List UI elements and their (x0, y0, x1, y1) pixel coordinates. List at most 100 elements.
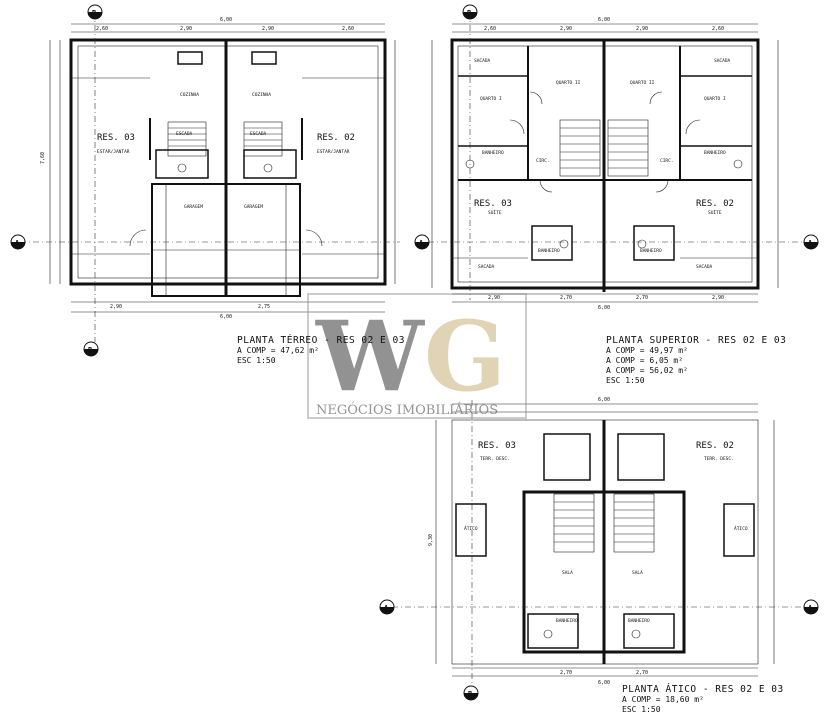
dim-terreo-top-3: 2,90 (262, 26, 274, 32)
dim-terreo-bot-1: 2,90 (110, 304, 122, 310)
axis-marker-a-superior-right: A (803, 234, 819, 250)
dim-atico-bottom: 6,00 (598, 680, 610, 686)
room-quarto-i-2: QUARTO I (704, 96, 726, 102)
room-banheiro-atico-2: BANHEIRO (628, 618, 650, 624)
room-sacada-1: SACADA (474, 58, 491, 64)
axis-marker-b-top-terreo: B (87, 4, 103, 20)
svg-text:A: A (808, 604, 813, 612)
title-superior: PLANTA SUPERIOR - RES 02 E 03 (606, 335, 787, 346)
svg-text:A: A (808, 239, 813, 247)
label-res02-terreo: RES. 02 (317, 133, 355, 143)
svg-text:A: A (15, 239, 20, 247)
dim-terreo-top: 6,00 (220, 17, 232, 23)
axis-marker-a-atico-right: A (803, 599, 819, 615)
superior-comp-1: A COMP = 49,97 m² (606, 346, 688, 355)
caption-terreo: PLANTA TÉRREO - RES 02 E 03 A COMP = 47,… (237, 336, 405, 366)
axis-marker-a-superior-left: A (414, 234, 430, 250)
dim-atico-bot-2: 2,70 (636, 670, 648, 676)
dim-superior-bot-4: 2,90 (712, 295, 724, 301)
label-res03-atico: RES. 03 (478, 441, 516, 451)
room-banheiro-suite-1: BANHEIRO (538, 248, 560, 254)
room-circ-2: CIRC. (660, 158, 674, 164)
room-suite-2: SUÍTE (708, 208, 722, 216)
dim-superior-top-3: 2,90 (636, 26, 648, 32)
room-sala-1: SALA (562, 570, 573, 576)
room-sacada-3: SACADA (478, 264, 495, 270)
dim-terreo-top-1: 2,60 (96, 26, 108, 32)
dim-terreo-bottom: 6,00 (220, 314, 232, 320)
watermark-text: NEGÓCIOS IMOBILIÁRIOS (316, 401, 498, 418)
room-terr-desc-1: TERR. DESC. (480, 456, 510, 462)
dim-terreo-top-2: 2,90 (180, 26, 192, 32)
svg-text:B: B (92, 9, 96, 17)
terreo-esc: ESC 1:50 (237, 356, 276, 365)
room-banheiro-1: BANHEIRO (482, 150, 504, 156)
room-cozinha-1: COZINHA (180, 92, 199, 98)
watermark-w: W (315, 300, 425, 413)
dim-atico-left: 9,30 (428, 534, 434, 546)
atico-comp: A COMP = 18,60 m² (622, 695, 704, 704)
room-garagem-1: GARAGEM (184, 204, 203, 210)
axis-marker-b-bottom-terreo: B (83, 341, 99, 357)
plan-atico: 6,00 2,70 2,70 6,00 9,30 RES. 03 RES. 02… (379, 397, 819, 701)
room-escada-1: ESCADA (176, 131, 193, 137)
dim-terreo-top-4: 2,60 (342, 26, 354, 32)
axis-marker-a-atico-left: A (379, 599, 395, 615)
room-cozinha-2: COZINHA (252, 92, 271, 98)
dim-superior-bot-1: 2,90 (488, 295, 500, 301)
dim-atico-bot-1: 2,70 (560, 670, 572, 676)
dim-superior-top-1: 2,60 (484, 26, 496, 32)
svg-text:B: B (467, 9, 471, 17)
room-quarto-ii-1: QUARTO II (556, 80, 581, 86)
label-res03-terreo: RES. 03 (97, 133, 135, 143)
room-quarto-ii-2: QUARTO II (630, 80, 655, 86)
room-garagem-2: GARAGEM (244, 204, 263, 210)
plan-terreo: 6,00 2,60 2,90 2,90 2,60 6,00 2,90 2,75 … (10, 4, 400, 357)
room-estar-2: ESTAR/JANTAR (317, 149, 350, 155)
watermark-logo: W G NEGÓCIOS IMOBILIÁRIOS (307, 293, 527, 419)
room-sacada-2: SACADA (714, 58, 731, 64)
superior-comp-2: A COMP = 6,05 m² (606, 356, 684, 365)
label-res02-superior: RES. 02 (696, 199, 734, 209)
watermark-g: G (424, 300, 506, 413)
room-atico-1: ÁTICO (464, 525, 478, 532)
superior-esc: ESC 1:50 (606, 376, 645, 385)
room-banheiro-2: BANHEIRO (704, 150, 726, 156)
dim-superior-top: 6,00 (598, 17, 610, 23)
dim-superior-bot-2: 2,70 (560, 295, 572, 301)
room-banheiro-atico-1: BANHEIRO (556, 618, 578, 624)
room-suite-1: SUÍTE (488, 208, 502, 216)
dim-superior-top-2: 2,90 (560, 26, 572, 32)
title-terreo: PLANTA TÉRREO - RES 02 E 03 (237, 335, 405, 346)
svg-text:A: A (419, 239, 424, 247)
caption-atico: PLANTA ÁTICO - RES 02 E 03 A COMP = 18,6… (622, 685, 784, 715)
room-sacada-4: SACADA (696, 264, 713, 270)
caption-superior: PLANTA SUPERIOR - RES 02 E 03 A COMP = 4… (606, 336, 786, 386)
room-banheiro-suite-2: BANHEIRO (640, 248, 662, 254)
terreo-comp: A COMP = 47,62 m² (237, 346, 319, 355)
room-circ-1: CIRC. (536, 158, 550, 164)
atico-esc: ESC 1:50 (622, 705, 661, 714)
svg-text:B: B (88, 346, 92, 354)
room-quarto-i-1: QUARTO I (480, 96, 502, 102)
dim-terreo-bot-2: 2,75 (258, 304, 270, 310)
room-sala-2: SALA (632, 570, 643, 576)
dim-superior-bottom: 6,00 (598, 305, 610, 311)
room-estar-1: ESTAR/JANTAR (97, 149, 130, 155)
dim-atico-top: 6,00 (598, 397, 610, 403)
label-res02-atico: RES. 02 (696, 441, 734, 451)
title-atico: PLANTA ÁTICO - RES 02 E 03 (622, 684, 784, 695)
room-atico-2: ÁTICO (734, 525, 748, 532)
svg-text:B: B (468, 690, 472, 698)
label-res03-superior: RES. 03 (474, 199, 512, 209)
room-escada-2: ESCADA (250, 131, 267, 137)
room-terr-desc-2: TERR. DESC. (704, 456, 734, 462)
axis-marker-a-left: A (10, 234, 26, 250)
dim-superior-top-4: 2,60 (712, 26, 724, 32)
plan-superior: 6,00 2,60 2,90 2,90 2,60 6,00 2,90 2,70 … (414, 4, 819, 311)
axis-marker-b-top-superior: B (462, 4, 478, 20)
superior-comp-3: A COMP = 56,02 m² (606, 366, 688, 375)
dim-superior-bot-3: 2,70 (636, 295, 648, 301)
dim-terreo-left: 7,60 (40, 152, 46, 164)
